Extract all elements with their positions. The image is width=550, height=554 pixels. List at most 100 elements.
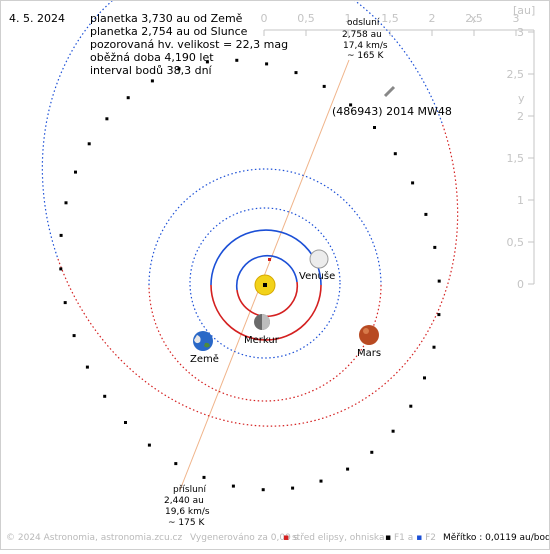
legend-f1-text: F1 a <box>393 533 414 543</box>
x-tick-label: 0,5 <box>297 12 315 25</box>
mars-orbit <box>148 168 382 402</box>
info-sun-distance: planetka 2,754 au od Slunce <box>90 25 248 38</box>
info-interval: interval bodů 38,3 dní <box>90 64 212 77</box>
scale-text: Měřítko : 0,0119 au/bod <box>443 533 550 543</box>
y-tick-label: 2,5 <box>507 68 525 81</box>
orbit-point <box>411 181 415 185</box>
info-earth-distance: planetka 3,730 au od Země <box>90 12 243 25</box>
mars-label: Mars <box>357 348 381 359</box>
x-tick-label: 0 <box>261 12 268 25</box>
footer-generated: Vygenerováno za 0,09 s <box>190 533 299 543</box>
perihelion-temp: ~ 175 K <box>168 518 205 528</box>
x-tick-label: 2,5 <box>465 12 483 25</box>
earth-label: Země <box>190 353 219 365</box>
footer-legend-center: ▪ střed elipsy, ohniska <box>283 533 384 543</box>
aphelion-temp: ~ 165 K <box>347 51 384 61</box>
perihelion-title: přísluní <box>173 485 207 495</box>
orbit-point <box>346 467 350 471</box>
x-tick-label: 1,5 <box>381 12 399 25</box>
legend-f2-marker: ▪ <box>416 533 426 543</box>
orbit-point <box>174 462 178 466</box>
orbit-point <box>124 421 127 424</box>
sun-icon <box>254 258 276 296</box>
asteroid-orbit <box>41 0 459 492</box>
y-tick-label: 3 <box>517 26 524 39</box>
aphelion-distance: 2,758 au <box>342 30 382 40</box>
orbit-point <box>63 301 67 305</box>
orbit-point <box>322 84 326 88</box>
orbit-point <box>393 152 397 156</box>
orbit-point <box>59 233 63 237</box>
orbit-point <box>319 479 323 483</box>
y-tick-label: 1,5 <box>507 152 525 165</box>
orbit-point <box>72 334 76 338</box>
orbit-point <box>424 212 428 216</box>
mercury-icon <box>254 314 270 330</box>
orbit-point <box>105 117 109 121</box>
y-tick-label: 1 <box>517 194 524 207</box>
axis-y-label: y <box>518 92 525 105</box>
orbit-point <box>177 67 181 71</box>
orbit-point <box>150 79 154 83</box>
orbit-point <box>231 484 235 488</box>
legend-f2-text: F2 <box>425 533 436 543</box>
mercury-orbit <box>235 254 299 318</box>
aphelion-title: odsluní <box>347 18 380 28</box>
orbit-point <box>235 58 239 62</box>
axis-unit: [au] <box>513 4 535 17</box>
orbit-point <box>126 96 130 100</box>
info-panel: planetka 3,730 au od Země planetka 2,754… <box>90 12 288 77</box>
orbit-point <box>59 267 63 271</box>
orbit-point <box>294 71 298 75</box>
mars-icon <box>359 325 379 345</box>
legend-center-marker: ▪ <box>283 533 292 543</box>
orbit-point <box>423 376 426 380</box>
venus-icon <box>309 249 329 269</box>
footer-scale: Měřítko : 0,0119 au/bod <box>443 533 550 543</box>
orbit-point <box>432 345 436 349</box>
venus-label: Venuše <box>299 270 335 282</box>
orbit-point <box>205 60 209 64</box>
x-tick-label: 1 <box>345 12 352 25</box>
orbit-point <box>85 365 89 369</box>
perihelion-distance: 2,440 au <box>164 496 204 506</box>
orbit-point <box>74 170 77 174</box>
orbit-point <box>64 201 68 205</box>
y-tick-label: 0 <box>517 278 524 291</box>
y-tick-label: 0,5 <box>507 236 525 249</box>
orbit-point <box>373 126 376 129</box>
orbit-point <box>202 475 206 479</box>
orbit-point <box>433 245 437 249</box>
aphelion-speed: 17,4 km/s <box>343 41 388 51</box>
orbit-point <box>437 279 441 283</box>
info-magnitude: pozorovaná hv. velikost = 22,3 mag <box>90 38 289 51</box>
earth-orbit <box>189 207 341 359</box>
footer-legend-foci: ▪ F1 a ▪ F2 <box>385 533 436 543</box>
x-tick-label: 2 <box>429 12 436 25</box>
info-period: oběžná doba 4,190 let <box>90 51 214 64</box>
orbit-point <box>103 394 107 398</box>
orbit-point <box>265 62 269 66</box>
orbit-point <box>409 404 413 408</box>
orbit-point <box>391 429 395 433</box>
asteroid-label: (486943) 2014 MW48 <box>332 105 452 118</box>
aphelion-annotation: odsluní 2,758 au 17,4 km/s ~ 165 K <box>342 18 388 61</box>
mercury-label: Merkur <box>244 335 280 346</box>
orbit-point <box>291 486 295 490</box>
orbit-point <box>437 313 441 317</box>
axis-x-label: x <box>470 12 477 25</box>
perihelion-annotation: přísluní 2,440 au 19,6 km/s ~ 175 K <box>164 485 210 528</box>
orbit-point <box>147 443 151 447</box>
legend-f1-marker: ▪ <box>385 533 394 543</box>
asteroid-icon <box>383 85 396 98</box>
date-label: 4. 5. 2024 <box>9 12 65 25</box>
earth-icon <box>193 331 213 351</box>
orbit-point <box>261 488 265 492</box>
orbit-point <box>87 142 91 146</box>
footer-copyright: © 2024 Astronomia, astronomia.zcu.cz <box>6 533 183 543</box>
orbit-point <box>349 103 353 107</box>
